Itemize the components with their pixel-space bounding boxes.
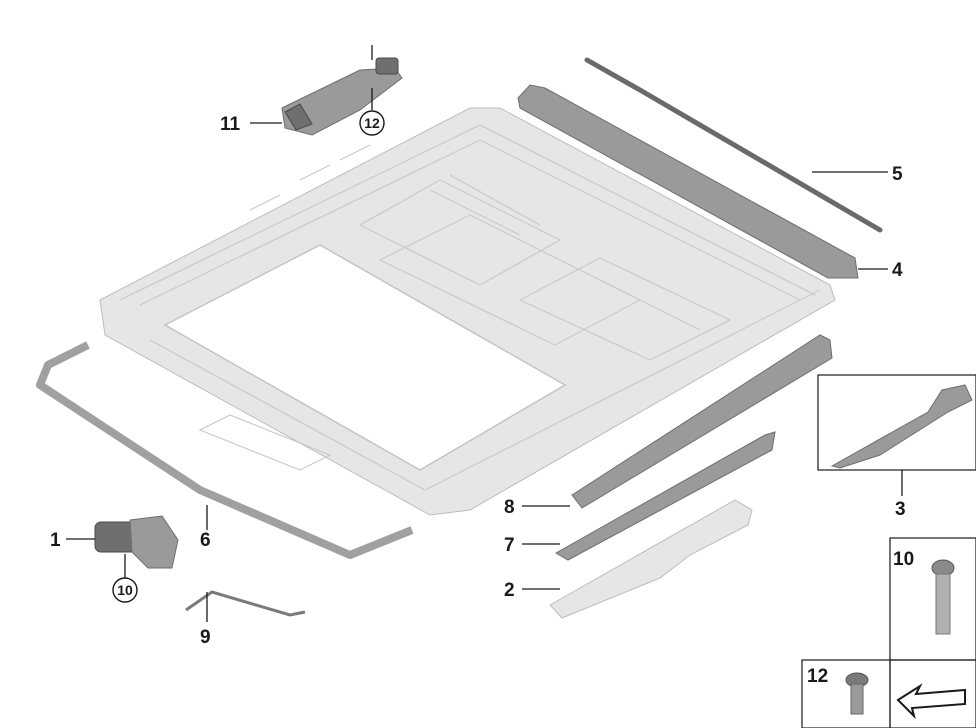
callout-12-circle: 12	[359, 110, 385, 136]
part-11-bracket	[281, 57, 403, 136]
callout-3: 3	[895, 499, 906, 520]
leader-lines	[66, 45, 903, 622]
callout-11: 11	[220, 114, 241, 135]
part-2-guide-rail	[549, 499, 753, 619]
sunroof-frame	[99, 107, 836, 516]
svg-text:12: 12	[364, 115, 380, 131]
part-6-drain-rail	[36, 341, 414, 559]
screw-12-icon	[845, 672, 869, 715]
part-1-motor	[94, 515, 179, 569]
callout-4: 4	[892, 260, 903, 281]
part-3-detail-box	[817, 374, 976, 471]
part-4-rail	[517, 84, 859, 279]
part-9-cable	[185, 590, 306, 617]
callout-6: 6	[200, 530, 211, 551]
callout-5: 5	[892, 164, 903, 185]
callout-10-circle: 10	[112, 577, 138, 603]
callout-10-box: 10	[893, 549, 914, 570]
screw-10-icon	[931, 559, 955, 635]
part-7-side-cover	[554, 431, 776, 561]
callout-9: 9	[200, 627, 211, 648]
direction-arrow-icon	[896, 683, 966, 720]
callout-8: 8	[504, 497, 515, 518]
glass-opening	[163, 244, 567, 471]
callout-1: 1	[50, 530, 61, 551]
part-5-seal	[584, 57, 883, 233]
arrow-box	[889, 659, 976, 728]
callout-7: 7	[504, 535, 515, 556]
part-8-side-seal	[571, 334, 833, 509]
callout-2: 2	[504, 580, 515, 601]
callout-12-box: 12	[807, 666, 828, 687]
svg-text:10: 10	[117, 582, 133, 598]
